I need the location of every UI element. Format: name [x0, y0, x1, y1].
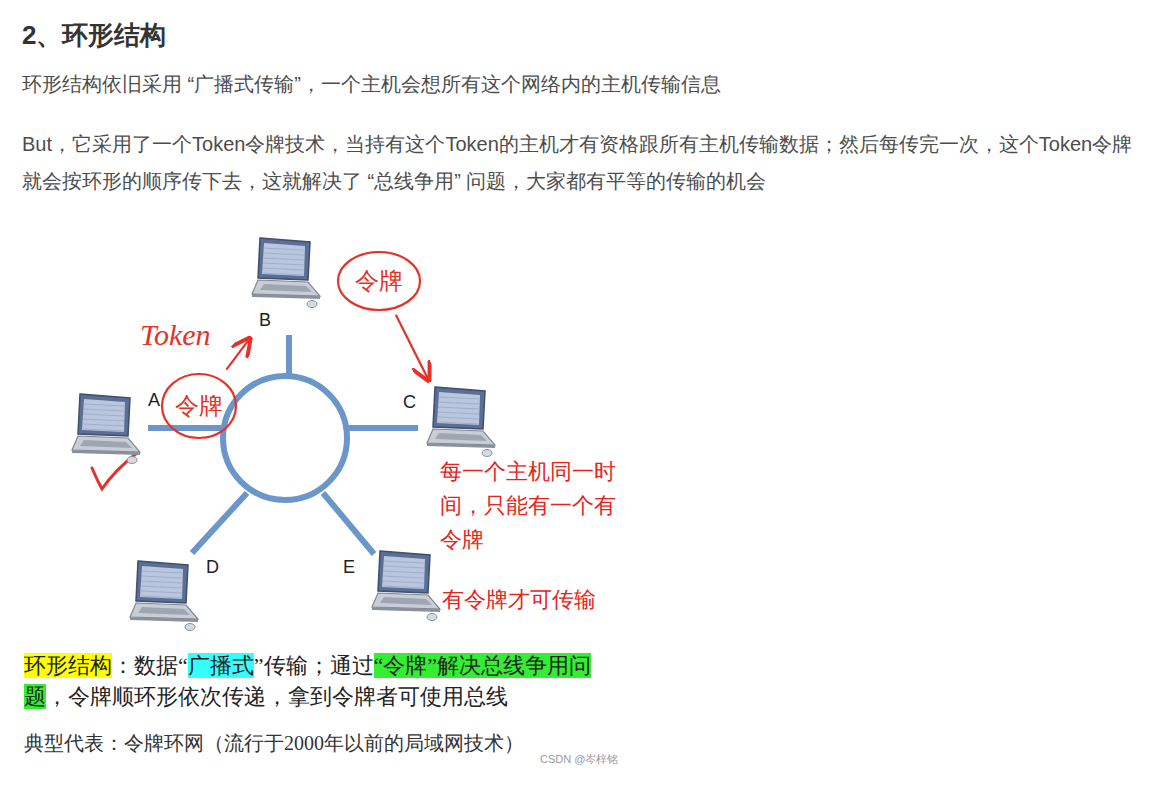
token-heading: Token [140, 318, 211, 352]
host-laptop: D [126, 553, 224, 635]
ring-spoke [286, 335, 292, 378]
ring-spoke [323, 493, 374, 554]
laptop-icon [128, 559, 200, 633]
host-laptop: E [340, 545, 444, 629]
annotation-note: 每一个主机同一时间，只能有一个有令牌 [440, 455, 622, 557]
host-laptop: C [400, 383, 498, 459]
token-word: 令牌 [175, 391, 223, 421]
token-circle: Token令牌 [160, 372, 238, 440]
caption-text: ：数据“ [112, 653, 188, 678]
highlight-term: 广播式 [188, 653, 254, 678]
host-letter: E [343, 557, 355, 578]
host-laptop: A [68, 386, 166, 466]
ring-spoke [148, 425, 224, 431]
token-pass-arrow [226, 338, 249, 369]
caption-text: ，令牌顺环形依次传递，拿到令牌者可使用总线 [46, 684, 508, 709]
ring-spoke [346, 425, 418, 431]
laptop-icon [425, 385, 497, 459]
caption-text: ”传输；通过 [254, 653, 374, 678]
annotation-note: 有令牌才可传输 [442, 585, 632, 615]
ring-network [223, 376, 347, 500]
host-letter: A [148, 390, 160, 411]
ring-spoke [192, 493, 247, 553]
laptop-icon [70, 392, 142, 466]
summary-caption: 环形结构：数据“广播式”传输；通过“令牌”解决总线争用问题，令牌顺环形依次传递，… [24, 650, 620, 712]
laptop-icon [250, 236, 322, 310]
host-letter: D [206, 557, 219, 578]
token-circle: 令牌 [336, 250, 422, 312]
watermark: CSDN @岑梓铭 [540, 752, 660, 766]
section-title: 2、环形结构 [22, 18, 166, 53]
host-laptop: B [245, 234, 335, 336]
host-letter: C [403, 392, 416, 413]
host-letter: B [259, 310, 271, 331]
body-paragraph: But，它采用了一个Token令牌技术，当持有这个Token的主机才有资格跟所有… [22, 126, 1150, 200]
token-pass-arrow [396, 315, 429, 381]
token-word: 令牌 [355, 266, 403, 296]
highlight-term: 环形结构 [24, 653, 112, 678]
laptop-icon [370, 549, 442, 623]
body-paragraph: 环形结构依旧采用 “广播式传输”，一个主机会想所有这个网络内的主机传输信息 [22, 68, 1152, 100]
check-mark [92, 453, 137, 489]
